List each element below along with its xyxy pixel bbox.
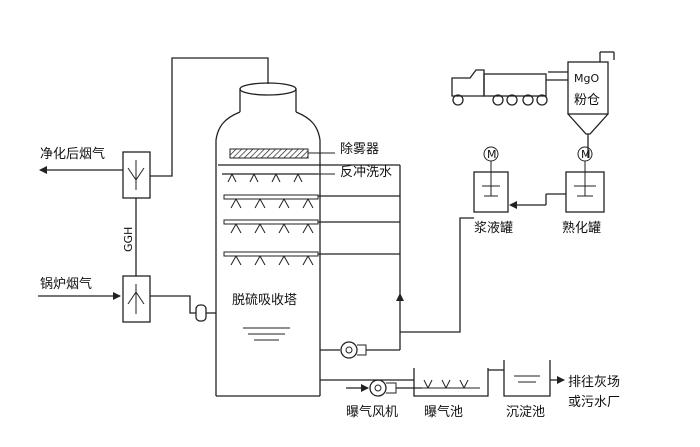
discharge-label-line1: 排往灰场 [568, 375, 620, 390]
absorber-tower [195, 82, 321, 397]
mgo-silo-label-line1: MgO [574, 72, 599, 85]
slurry-feed-line [400, 217, 474, 333]
clean-flue-gas-label: 净化后烟气 [40, 146, 105, 162]
slaking-tank-motor-icon: M [581, 148, 591, 161]
spray-header-3 [223, 251, 319, 266]
clean-flue-gas-line [39, 57, 269, 177]
spray-supply-lines [318, 165, 404, 350]
aeration-tank-label: 曝气池 [424, 404, 463, 420]
pump-icon [340, 341, 367, 359]
spray-header-2 [223, 219, 319, 234]
fan-icon [369, 379, 397, 397]
settling-tank [503, 360, 551, 397]
slurry-tank-label: 浆液罐 [474, 221, 513, 236]
discharge-label-line2: 或污水厂 [568, 395, 620, 410]
slurry-tank [473, 146, 509, 213]
slaking-tank-label: 熟化罐 [562, 220, 601, 236]
boiler-flue-gas-line [38, 292, 196, 314]
backwash-label: 反冲洗水 [340, 165, 392, 180]
aeration-tank [413, 368, 489, 397]
mgo-silo [567, 51, 615, 158]
absorber-label: 脱硫吸收塔 [232, 293, 297, 308]
slaking-tank [565, 146, 605, 213]
slurry-tank-motor-icon: M [487, 148, 497, 161]
mgo-silo-label-line2: 粉仓 [574, 93, 600, 108]
backwash-nozzles [227, 173, 303, 183]
boiler-flue-gas-label: 锅炉烟气 [40, 276, 92, 292]
demister-pad [229, 148, 309, 159]
settling-tank-label: 沉淀池 [506, 405, 545, 420]
ggh-heat-exchanger [122, 151, 151, 323]
spray-header-1 [223, 194, 319, 209]
demister-label: 除雾器 [340, 142, 379, 157]
truck-icon [451, 69, 568, 106]
aeration-fan-label: 曝气风机 [346, 404, 398, 420]
ggh-label: GGH [122, 227, 135, 252]
